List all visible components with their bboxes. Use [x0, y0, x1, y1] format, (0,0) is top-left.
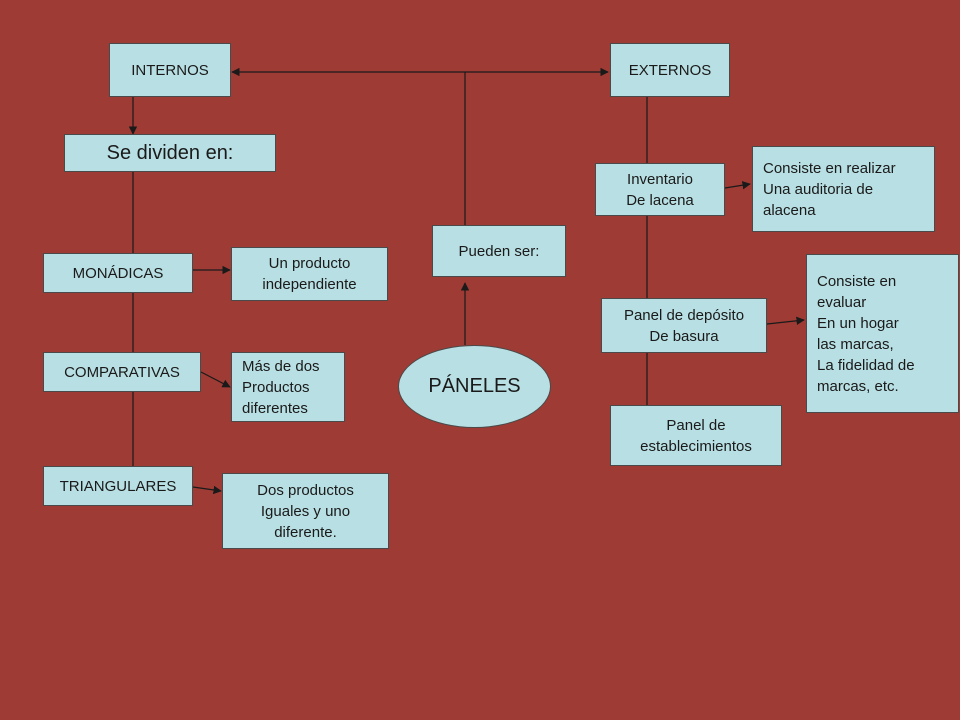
node-se-dividen: Se dividen en:: [64, 134, 276, 172]
node-paneles: PÁNELES: [398, 345, 551, 428]
node-panel-establecimientos: Panel de establecimientos: [610, 405, 782, 466]
arrow-triangulares: [192, 485, 222, 495]
node-monadicas: MONÁDICAS: [43, 253, 193, 293]
node-internos: INTERNOS: [109, 43, 231, 97]
node-un-producto: Un producto independiente: [231, 247, 388, 301]
node-triangulares: TRIANGULARES: [43, 466, 193, 506]
node-externos: EXTERNOS: [610, 43, 730, 97]
node-pueden-ser: Pueden ser:: [432, 225, 566, 277]
node-panel-deposito: Panel de depósito De basura: [601, 298, 767, 353]
node-mas-de-dos: Más de dos Productos diferentes: [231, 352, 345, 422]
node-consiste-evaluar: Consiste en evaluar En un hogar las marc…: [806, 254, 959, 413]
arrow-inventario: [724, 181, 751, 190]
node-comparativas: COMPARATIVAS: [43, 352, 201, 392]
node-inventario: Inventario De lacena: [595, 163, 725, 216]
arrow-panel-deposito: [766, 316, 805, 325]
arrow-comparativas: [200, 371, 231, 388]
node-dos-productos: Dos productos Iguales y uno diferente.: [222, 473, 389, 549]
node-consiste-realizar: Consiste en realizar Una auditoria de al…: [752, 146, 935, 232]
